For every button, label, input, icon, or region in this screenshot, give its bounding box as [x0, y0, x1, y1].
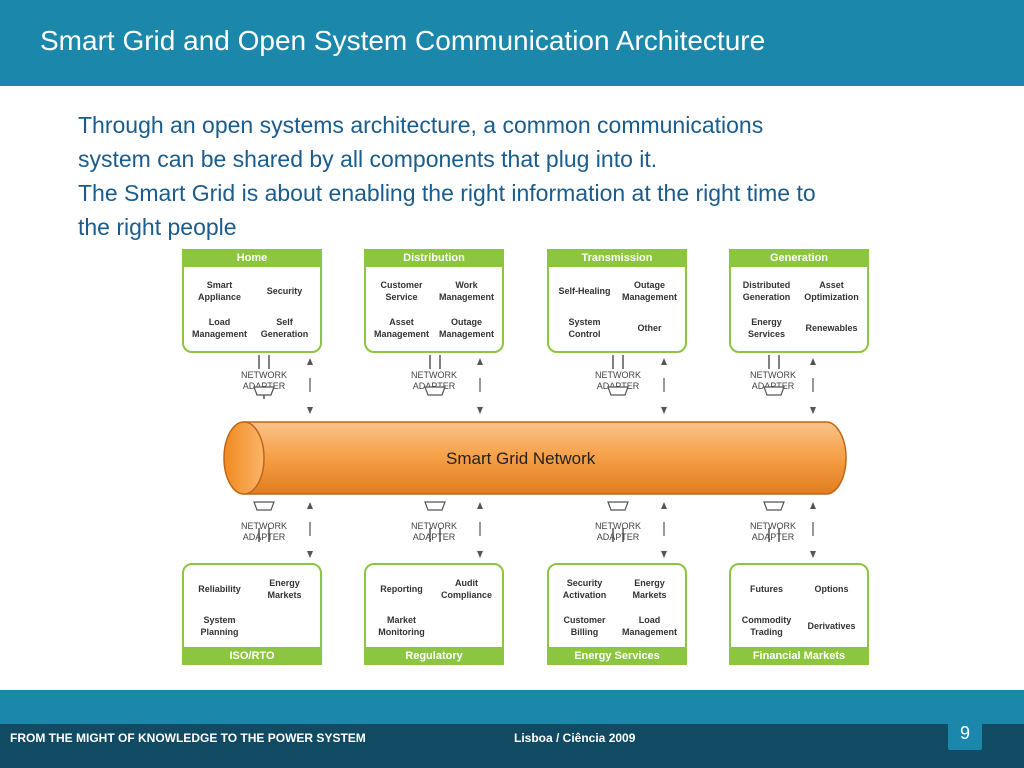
box-item: Energy Markets: [632, 577, 667, 600]
box-item: System Planning: [200, 614, 239, 637]
box-item: Reliability: [198, 583, 241, 594]
box-item: System Control: [568, 316, 601, 339]
plug-icon: [253, 501, 275, 542]
generation-box: Generation Distributed Generation Asset …: [729, 249, 869, 353]
network-adapter-label: NETWORK ADAPTER: [241, 370, 287, 391]
plug-icon: [424, 501, 446, 542]
slide-title: Smart Grid and Open System Communication…: [40, 25, 766, 56]
box-item: Derivatives: [807, 620, 856, 631]
plug-icon: [424, 355, 446, 396]
plug-icon: [253, 355, 275, 399]
box-item: Outage Management: [621, 279, 677, 302]
intro-text: Through an open systems architecture, a …: [78, 108, 978, 244]
intro-line: system can be shared by all components t…: [78, 146, 658, 172]
box-title: Regulatory: [364, 647, 504, 665]
network-adapter-label: NETWORK ADAPTER: [750, 521, 796, 542]
footer-tagline: FROM THE MIGHT OF KNOWLEDGE TO THE POWER…: [10, 731, 366, 745]
box-item: Audit Compliance: [440, 577, 492, 600]
network-adapter-label: NETWORK ADAPTER: [411, 521, 457, 542]
network-adapter-label: NETWORK ADAPTER: [595, 370, 641, 391]
box-title: Financial Markets: [729, 647, 869, 665]
box-item: Load Management: [191, 316, 247, 339]
footer-bar: [0, 724, 1024, 768]
box-title: Generation: [729, 249, 869, 267]
box-item: Load Management: [621, 614, 677, 637]
box-item: Energy Markets: [267, 577, 302, 600]
box-title: Home: [182, 249, 322, 267]
box-item: Energy Services: [747, 316, 786, 339]
box-item: [435, 608, 498, 643]
box-title: ISO/RTO: [182, 647, 322, 665]
intro-line: Through an open systems architecture, a …: [78, 112, 764, 138]
bidirectional-arrow-icon: [661, 502, 667, 558]
plug-icon: [607, 355, 629, 396]
box-item: Work Management: [438, 279, 494, 302]
footer-event: Lisboa / Ciência 2009: [514, 731, 636, 745]
box-item: Options: [814, 583, 849, 594]
box-title: Energy Services: [547, 647, 687, 665]
intro-line: The Smart Grid is about enabling the rig…: [78, 180, 816, 206]
network-label: Smart Grid Network: [446, 449, 596, 468]
box-item: Customer Billing: [563, 614, 606, 637]
energy-services-box: Security Activation Energy Markets Custo…: [547, 563, 687, 665]
box-item: Other: [637, 322, 662, 333]
box-item: Asset Optimization: [804, 279, 859, 302]
home-box: Home Smart Appliance Security Load Manag…: [182, 249, 322, 353]
box-item: Futures: [749, 583, 783, 594]
box-item: Distributed Generation: [742, 279, 791, 302]
box-title: Distribution: [364, 249, 504, 267]
network-adapter-label: NETWORK ADAPTER: [750, 370, 796, 391]
box-title: Transmission: [547, 249, 687, 267]
box-item: Self Generation: [260, 316, 309, 339]
distribution-box: Distribution Customer Service Work Manag…: [364, 249, 504, 353]
regulatory-box: Reporting Audit Compliance Market Monito…: [364, 563, 504, 665]
page-number: 9: [948, 716, 982, 750]
box-item: [253, 608, 316, 643]
bidirectional-arrow-icon: [307, 358, 313, 414]
box-item: Security Activation: [562, 577, 607, 600]
title-bar: Smart Grid and Open System Communication…: [0, 0, 1024, 86]
box-item: Self-Healing: [558, 285, 611, 296]
bidirectional-arrow-icon: [307, 502, 313, 558]
box-item: Reporting: [380, 583, 423, 594]
box-item: Asset Management: [373, 316, 429, 339]
bidirectional-arrow-icon: [810, 358, 816, 414]
network-adapter-label: NETWORK ADAPTER: [241, 521, 287, 542]
intro-line: the right people: [78, 214, 237, 240]
network-adapter-label: NETWORK ADAPTER: [595, 521, 641, 542]
box-item: Commodity Trading: [741, 614, 792, 637]
smart-grid-network-pipe: [223, 421, 847, 495]
plug-icon: [607, 501, 629, 542]
plug-icon: [763, 355, 785, 396]
bidirectional-arrow-icon: [661, 358, 667, 414]
box-item: Renewables: [805, 322, 858, 333]
bidirectional-arrow-icon: [810, 502, 816, 558]
plug-icon: [763, 501, 785, 542]
box-item: Market Monitoring: [378, 614, 425, 637]
box-item: Outage Management: [438, 316, 494, 339]
network-adapter-label: NETWORK ADAPTER: [411, 370, 457, 391]
financial-markets-box: Futures Options Commodity Trading Deriva…: [729, 563, 869, 665]
box-item: Smart Appliance: [197, 279, 241, 302]
box-item: Security: [266, 285, 303, 296]
transmission-box: Transmission Self-Healing Outage Managem…: [547, 249, 687, 353]
bidirectional-arrow-icon: [477, 358, 483, 414]
bidirectional-arrow-icon: [477, 502, 483, 558]
box-item: Customer Service: [380, 279, 423, 302]
iso-rto-box: Reliability Energy Markets System Planni…: [182, 563, 322, 665]
